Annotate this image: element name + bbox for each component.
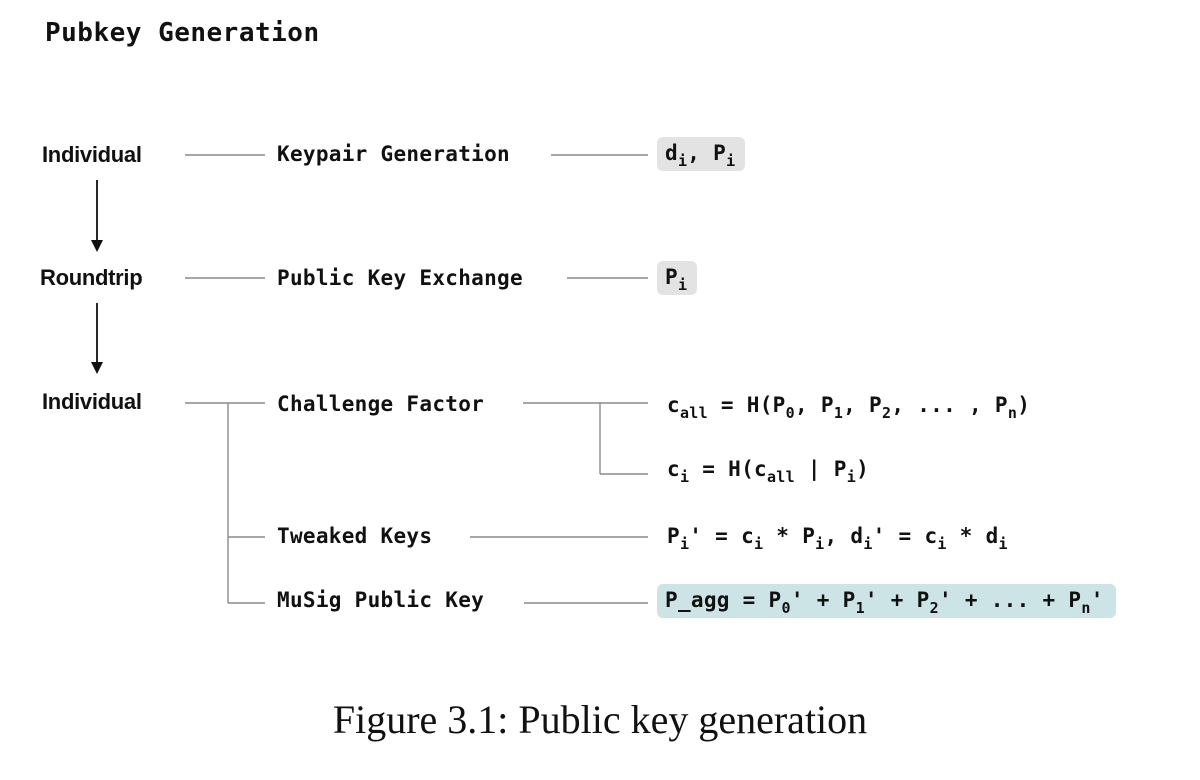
subscript: i (998, 535, 1008, 553)
step-keypair-generation: Keypair Generation (277, 142, 510, 166)
subscript: i (726, 152, 736, 170)
subscript: i (815, 535, 825, 553)
subscript: i (679, 468, 690, 486)
step-challenge-factor: Challenge Factor (277, 392, 485, 416)
subscript: 0 (781, 599, 791, 617)
subscript: 2 (882, 404, 892, 422)
output-musig-aggregate-key: P_agg = P0' + P1' + P2' + ... + Pn' (657, 584, 1116, 618)
step-musig-public-key: MuSig Public Key (277, 588, 485, 612)
formula-challenge-all: call = H(P0, P1, P2, ... , Pn) (667, 393, 1031, 422)
figure-caption: Figure 3.1: Public key generation (332, 697, 868, 742)
subscript: i (937, 535, 947, 553)
stage-roundtrip: Roundtrip (40, 265, 143, 290)
subscript: i (846, 468, 857, 486)
subscript: all (679, 404, 708, 422)
subscript: i (677, 276, 688, 294)
output-keypair: di, Pi (657, 137, 746, 171)
step-public-key-exchange: Public Key Exchange (277, 266, 523, 290)
stage-individual-2: Individual (42, 389, 142, 414)
subscript: n (1081, 599, 1091, 617)
formula-tweaked-keys: Pi' = ci * Pi, di' = ci * di (667, 524, 1008, 553)
output-public-key: Pi (657, 261, 698, 295)
subscript: 0 (785, 404, 795, 422)
formula-challenge-i: ci = H(call | Pi) (667, 457, 870, 486)
subscript: i (863, 535, 873, 553)
stage-individual-1: Individual (42, 142, 142, 167)
subscript: 2 (929, 599, 939, 617)
subscript: 1 (855, 599, 865, 617)
subscript: i (679, 535, 690, 553)
arrow-down-1-head (91, 240, 103, 252)
subscript: all (766, 468, 795, 486)
subscript: i (677, 152, 688, 170)
diagram-title: Pubkey Generation (45, 18, 320, 48)
step-tweaked-keys: Tweaked Keys (277, 524, 433, 548)
subscript: i (754, 535, 764, 553)
subscript: n (1007, 404, 1018, 422)
arrow-down-2-head (91, 362, 103, 374)
subscript: 1 (833, 404, 844, 422)
